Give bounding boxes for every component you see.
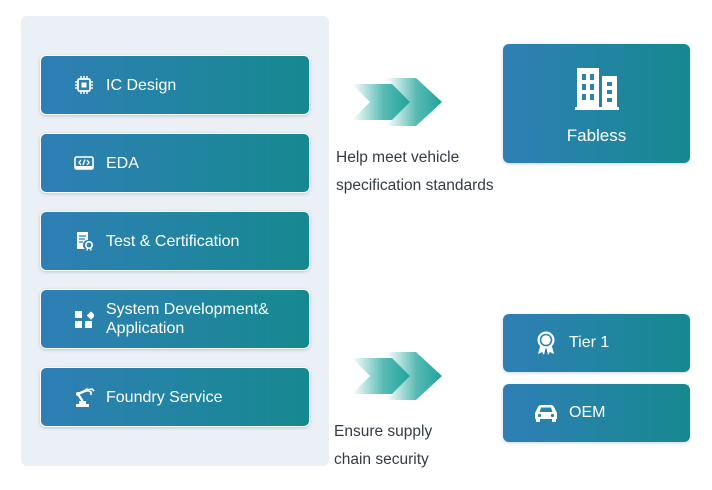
service-label-line-1: System Development& <box>106 301 269 318</box>
service-label: Foundry Service <box>106 388 223 406</box>
caption-line: Help meet vehicle <box>336 149 460 166</box>
target-label: OEM <box>569 404 606 421</box>
award-badge-icon <box>533 330 559 356</box>
chip-icon <box>73 74 95 96</box>
apps-grid-icon <box>73 308 95 330</box>
certificate-icon <box>73 230 95 252</box>
service-foundry[interactable]: Foundry Service <box>40 367 310 427</box>
service-label: EDA <box>106 154 139 172</box>
target-fabless[interactable]: Fabless <box>503 44 690 163</box>
caption-top: Help meet vehicle specification standard… <box>336 144 494 200</box>
target-tier1[interactable]: Tier 1 <box>503 314 690 372</box>
target-label: Tier 1 <box>569 334 610 351</box>
target-oem[interactable]: OEM <box>503 384 690 442</box>
caption-bottom: Ensure supply chain security <box>334 418 432 474</box>
target-label: Fabless <box>566 126 627 145</box>
double-arrow-top-icon <box>352 78 442 126</box>
service-ic-design[interactable]: IC Design <box>40 55 310 115</box>
service-label: System Development& Application <box>106 300 269 338</box>
service-label: IC Design <box>106 76 177 94</box>
caption-line: chain security <box>334 451 429 468</box>
car-icon <box>533 400 559 426</box>
double-arrow-bottom-icon <box>352 352 442 400</box>
building-icon <box>574 64 619 110</box>
robot-arm-icon <box>73 386 95 408</box>
caption-line: specification standards <box>336 177 494 194</box>
service-eda[interactable]: EDA <box>40 133 310 193</box>
service-label-line-2: Application <box>106 320 185 337</box>
code-window-icon <box>73 152 95 174</box>
service-test-certification[interactable]: Test & Certification <box>40 211 310 271</box>
service-system-development[interactable]: System Development& Application <box>40 289 310 349</box>
service-label: Test & Certification <box>106 232 240 250</box>
caption-line: Ensure supply <box>334 423 433 440</box>
